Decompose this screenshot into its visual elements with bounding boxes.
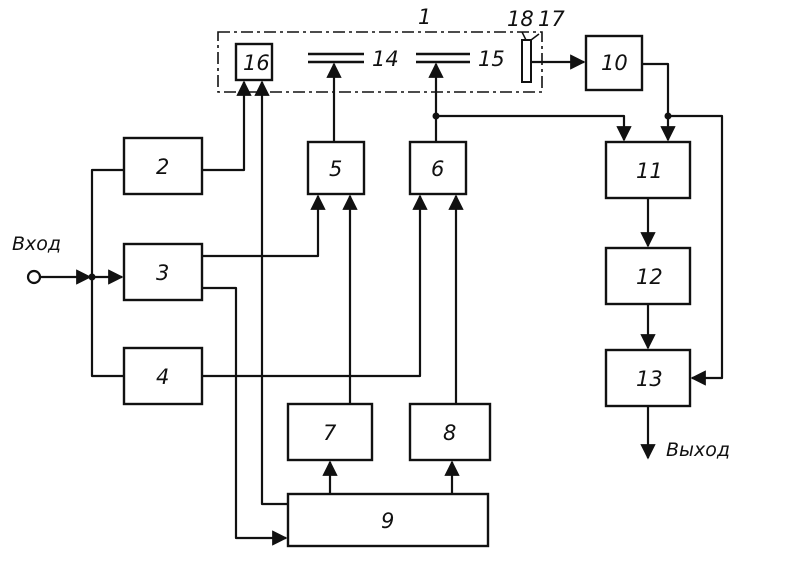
wire-2-to-16 xyxy=(202,82,244,170)
element-18-label: 18 xyxy=(507,7,534,31)
input-wiring xyxy=(40,170,124,376)
wire-10-to-11-and-13 xyxy=(642,64,722,378)
block-13-label: 13 xyxy=(636,367,663,391)
unit-1-label: 1 xyxy=(418,5,431,29)
block-16-label: 16 xyxy=(243,51,270,75)
wire-9-to-16 xyxy=(262,82,288,504)
block-2-label: 2 xyxy=(156,155,169,179)
block-8-label: 8 xyxy=(443,421,456,445)
block-9-label: 9 xyxy=(381,509,394,533)
block-4-label: 4 xyxy=(156,365,169,389)
input-terminal xyxy=(28,271,40,283)
input-label: Вход xyxy=(12,233,61,255)
block-11-label: 11 xyxy=(636,159,663,183)
element-17-label: 17 xyxy=(538,7,565,31)
block-12-label: 12 xyxy=(636,265,663,289)
block-3-label: 3 xyxy=(156,261,169,285)
wire-4-to-6 xyxy=(202,196,420,376)
block-7-label: 7 xyxy=(323,421,337,445)
wire-3-to-9 xyxy=(202,288,286,538)
element-18 xyxy=(522,40,531,82)
element-14-label: 14 xyxy=(372,47,399,71)
block-5-label: 5 xyxy=(329,157,342,181)
element-15-label: 15 xyxy=(478,47,505,71)
element-18-leader xyxy=(522,32,526,40)
element-14 xyxy=(308,54,364,62)
element-15 xyxy=(416,54,470,62)
block-6-label: 6 xyxy=(431,157,444,181)
output-label: Выход xyxy=(666,439,730,461)
element-17-leader xyxy=(531,34,539,40)
wire-3-to-5 xyxy=(202,196,318,256)
block-10-label: 10 xyxy=(601,51,628,75)
